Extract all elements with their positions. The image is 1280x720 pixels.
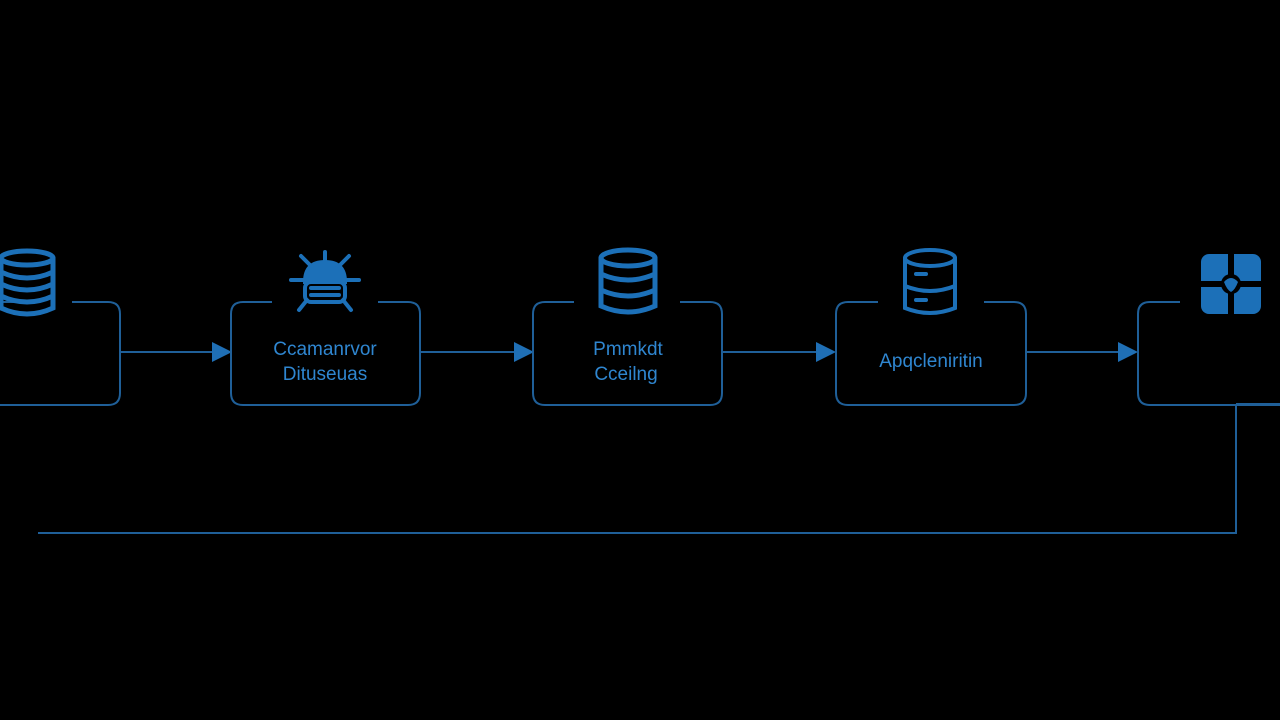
node-2-label-line-2: Dituseuas <box>283 364 368 385</box>
node-3-box[interactable] <box>532 301 723 406</box>
node-2-box[interactable] <box>230 301 421 406</box>
node-3-label-line-1: Pmmkdt <box>593 339 663 360</box>
node-4-label: Apqcleniritin <box>879 351 983 372</box>
node-2-label-line-1: Ccamanrvor <box>273 339 377 360</box>
edge-feedback-loop <box>38 404 1237 534</box>
puzzle-icon <box>1201 254 1261 314</box>
edges <box>38 342 1280 534</box>
database-icon <box>903 248 957 315</box>
node-5-box[interactable] <box>1137 301 1280 406</box>
node-4-box[interactable] <box>835 301 1027 406</box>
node-3-label-line-2: Cceilng <box>594 364 657 385</box>
node-labels: Ccamanrvor Dituseuas Pmmkdt Cceilng Apqc… <box>273 339 982 385</box>
bug-icon <box>289 250 361 312</box>
node-1-box[interactable] <box>0 301 121 406</box>
database-icon <box>0 248 56 317</box>
database-icon <box>598 247 658 315</box>
